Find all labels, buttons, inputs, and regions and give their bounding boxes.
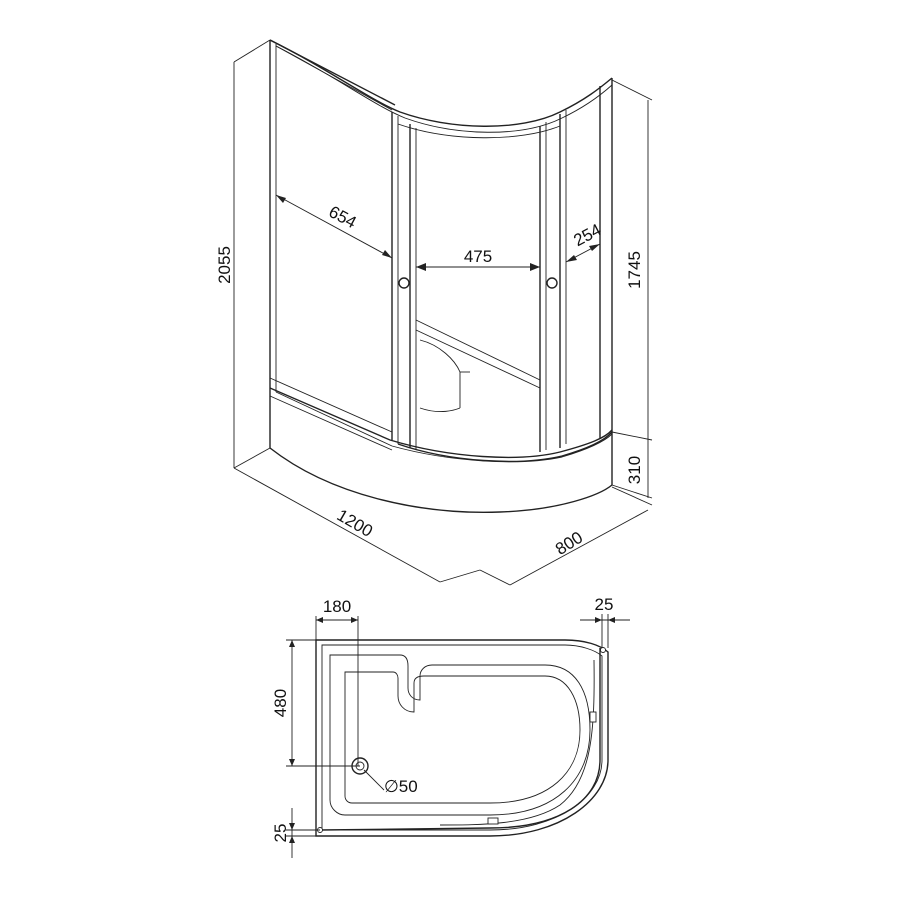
arrow-head bbox=[595, 617, 602, 623]
dim-frame-offset-bottom: 25 bbox=[271, 808, 320, 858]
left-door-handle-icon bbox=[398, 277, 410, 289]
tray-basin bbox=[329, 654, 591, 816]
top-curved-rail bbox=[269, 39, 613, 139]
arrow-head bbox=[289, 823, 295, 830]
dim-depth-label: 800 bbox=[552, 528, 586, 559]
corner-fixing-icon bbox=[600, 647, 606, 653]
dim-total-height-label: 2055 bbox=[215, 246, 234, 284]
arrow-head bbox=[351, 617, 358, 623]
arrow-head bbox=[608, 617, 615, 623]
shower-cabin-elevation: 2055 1745 310 1200 800 bbox=[215, 39, 653, 586]
arrow-head bbox=[276, 195, 286, 203]
dim-width: 1200 bbox=[233, 467, 511, 586]
arrow-head bbox=[566, 255, 577, 262]
dim-frame-offset-right: 25 bbox=[580, 595, 630, 648]
arrow-head bbox=[289, 759, 295, 766]
roller-icon bbox=[487, 817, 499, 825]
dim-frame-offset-right-label: 25 bbox=[595, 595, 614, 614]
arrow-head bbox=[416, 263, 426, 271]
dim-drain-diameter-label: ∅50 bbox=[384, 777, 418, 796]
dim-depth: 800 bbox=[509, 486, 653, 586]
arrow-head bbox=[382, 250, 392, 258]
dim-width-label: 1200 bbox=[334, 506, 376, 541]
dim-tray-height-label: 310 bbox=[625, 456, 644, 484]
dim-panel-height: 1745 bbox=[611, 79, 653, 441]
plan-frame-rail bbox=[319, 648, 601, 831]
right-door-handle-icon bbox=[546, 277, 558, 289]
dim-frame-offset-bottom-label: 25 bbox=[271, 824, 290, 843]
dim-door-opening-label: 475 bbox=[464, 247, 492, 266]
side-fixed-panel bbox=[269, 39, 396, 433]
dim-panel-height-label: 1745 bbox=[625, 251, 644, 289]
dim-step-depth-label: 480 bbox=[271, 689, 290, 717]
dim-side-panel-width-label: 654 bbox=[326, 202, 360, 232]
drain-leader-line bbox=[363, 769, 385, 791]
arrow-head bbox=[289, 836, 295, 843]
dim-total-height: 2055 bbox=[215, 39, 271, 469]
dim-step-width: 180 bbox=[315, 597, 359, 766]
sliding-door-posts bbox=[391, 78, 613, 452]
dim-tray-height: 310 bbox=[611, 440, 653, 499]
arrow-head bbox=[316, 617, 323, 623]
tray-step-seat bbox=[415, 319, 541, 413]
dim-curved-panel-width: 254 bbox=[565, 220, 604, 263]
arrow-head bbox=[530, 263, 540, 271]
dim-step-width-label: 180 bbox=[323, 597, 351, 616]
bottom-curved-rail bbox=[397, 431, 613, 463]
dim-door-opening: 475 bbox=[416, 247, 540, 271]
dim-step-depth: 480 bbox=[271, 639, 360, 767]
shower-tray-plan: ∅50 180 25 bbox=[271, 595, 630, 858]
arrow-head bbox=[589, 244, 600, 251]
arrow-head bbox=[289, 640, 295, 647]
tray-outline bbox=[315, 639, 609, 837]
roller-icon bbox=[589, 711, 597, 723]
dim-side-panel-width: 654 bbox=[275, 194, 393, 259]
